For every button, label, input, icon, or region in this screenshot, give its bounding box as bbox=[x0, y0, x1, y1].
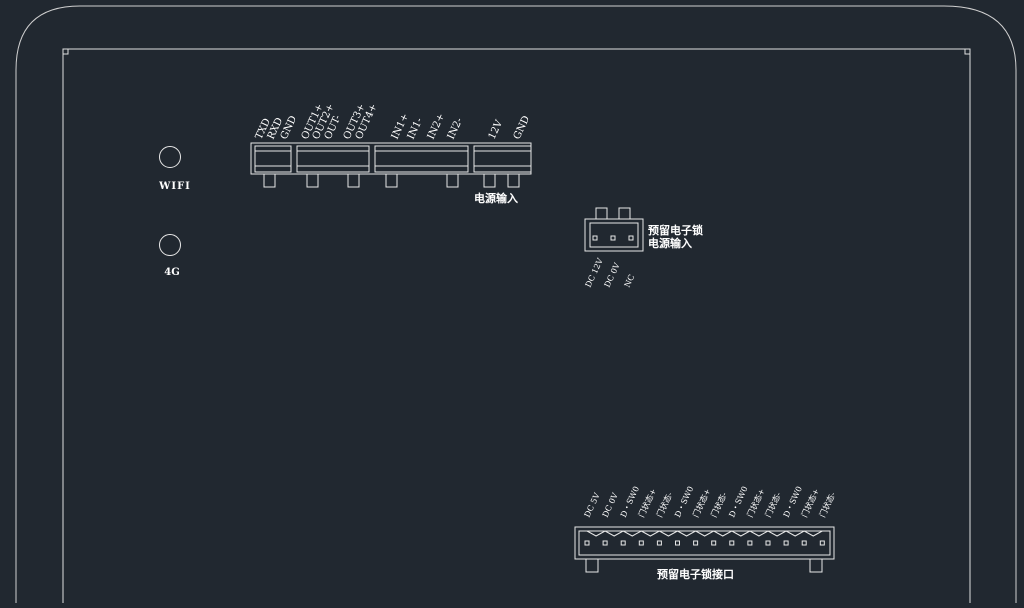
lock-interface-connector bbox=[574, 526, 835, 573]
corner-mark-right bbox=[964, 48, 971, 55]
top-pin-label: GND bbox=[279, 114, 299, 141]
wifi-antenna bbox=[159, 146, 181, 168]
lock-interface-label: 预留电子锁接口 bbox=[657, 567, 734, 581]
terminal-hole bbox=[620, 540, 626, 546]
terminal-hole bbox=[765, 540, 771, 546]
inner-panel bbox=[62, 48, 971, 603]
lock-interface-pin-label: 门状态- bbox=[708, 490, 728, 519]
lock-power-pin-label: NC bbox=[623, 273, 637, 289]
power-input-label: 电源输入 bbox=[474, 191, 518, 205]
top-connector bbox=[250, 142, 532, 188]
terminal-hole bbox=[747, 540, 753, 546]
lock-interface-pin-label: 门状态- bbox=[654, 490, 674, 519]
4g-antenna bbox=[159, 234, 181, 256]
enclosure-outline bbox=[15, 5, 1017, 603]
terminal-hole bbox=[602, 540, 608, 546]
lock-interface-terminals bbox=[584, 540, 825, 546]
terminal-hole bbox=[801, 540, 807, 546]
lock-power-pin-label: DC 0V bbox=[603, 261, 622, 289]
lock-power-title-2: 电源输入 bbox=[648, 236, 692, 250]
lock-interface-pin-label: 门状态- bbox=[817, 490, 837, 519]
lock-interface-pin-label: DC 5V bbox=[583, 491, 602, 519]
terminal-hole bbox=[656, 540, 662, 546]
wifi-label: WIFI bbox=[158, 181, 191, 192]
terminal-hole bbox=[783, 540, 789, 546]
top-pin-label: GND bbox=[512, 114, 532, 141]
top-pin-label: IN2+ bbox=[426, 112, 448, 142]
lock-power-title-1: 预留电子锁 bbox=[648, 223, 703, 237]
terminal-hole bbox=[819, 540, 825, 546]
terminal-hole bbox=[711, 540, 717, 546]
top-pin-label: 12V bbox=[487, 118, 506, 141]
lock-power-connector bbox=[584, 207, 644, 252]
terminal-hole bbox=[693, 540, 699, 546]
4g-label: 4G bbox=[164, 267, 180, 278]
top-pin-label: IN2- bbox=[446, 116, 465, 141]
terminal-hole bbox=[638, 540, 644, 546]
terminal-hole bbox=[729, 540, 735, 546]
lock-interface-zigzag bbox=[586, 530, 823, 537]
terminal-hole bbox=[584, 540, 590, 546]
lock-power-pin-label: DC 12V bbox=[584, 257, 605, 289]
corner-mark-left bbox=[62, 48, 69, 55]
lock-interface-pin-label: 门状态- bbox=[763, 490, 783, 519]
lock-interface-pin-label: DC 0V bbox=[601, 491, 620, 519]
terminal-hole bbox=[675, 540, 680, 546]
